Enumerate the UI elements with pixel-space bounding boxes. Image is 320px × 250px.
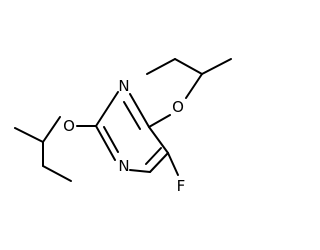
- atom-label-o-right: O: [172, 98, 184, 116]
- bond-right-ch-ch3: [201, 58, 232, 75]
- bond-c6-c5-inner: [145, 147, 162, 165]
- bond-n1-c6: [129, 169, 151, 173]
- bond-left-ch2-ch3: [42, 165, 72, 182]
- bond-c4-n3: [129, 93, 150, 128]
- atom-label-n-top: N: [118, 77, 129, 95]
- atom-label-n-bottom: N: [118, 157, 129, 175]
- bond-right-ch-o: [185, 73, 203, 99]
- bonds: [14, 58, 232, 182]
- atom-label-o-left: O: [63, 117, 75, 135]
- molecule-diagram: N N O O F: [14, 58, 232, 195]
- bond-left-ch-ch3: [14, 127, 44, 143]
- bond-o-left-ch: [42, 116, 61, 143]
- atom-label-f: F: [177, 177, 186, 195]
- bond-o-right-c4: [148, 114, 171, 128]
- bond-c6-c5: [149, 152, 169, 173]
- bond-c4-n3-inner: [123, 101, 141, 130]
- atom-labels: N N O O F: [63, 77, 185, 195]
- bond-n3-c2: [95, 91, 119, 127]
- bond-c5-f: [167, 152, 179, 176]
- bond-right-ch3-top: [146, 58, 176, 75]
- bond-c2-n1-inner: [103, 126, 119, 153]
- bond-right-ch2-ch: [174, 58, 203, 75]
- bond-c5-c4: [148, 126, 169, 154]
- bond-c2-n1: [95, 125, 116, 161]
